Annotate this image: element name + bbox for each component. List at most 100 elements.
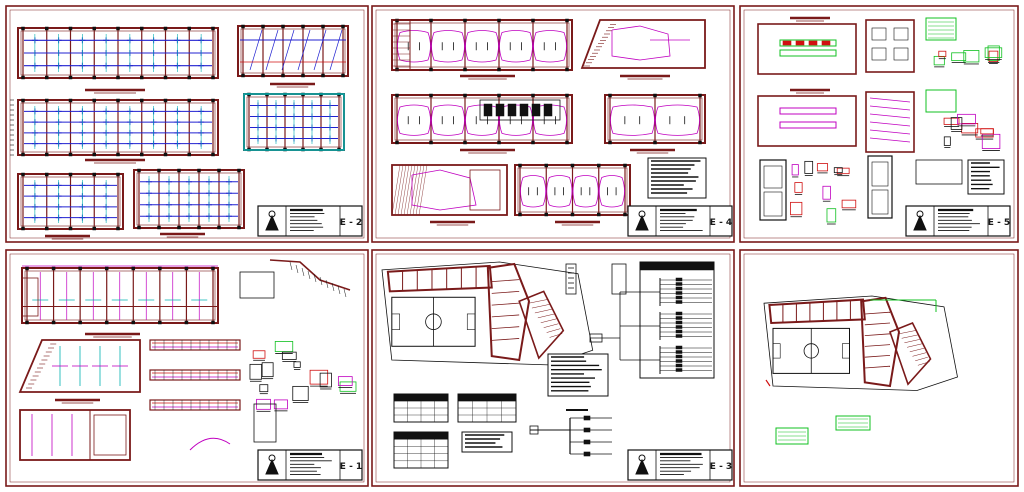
circuit-line <box>869 129 911 135</box>
door-elevation <box>759 159 787 221</box>
column <box>497 67 501 72</box>
column <box>608 140 612 145</box>
luminaire <box>782 40 792 46</box>
column <box>131 266 136 271</box>
room-wall <box>491 302 520 306</box>
door-panel <box>871 189 889 215</box>
breaker <box>675 311 683 316</box>
plan-inner-wall <box>136 172 242 226</box>
column <box>163 98 168 103</box>
column <box>45 26 49 31</box>
column <box>116 226 120 231</box>
hatch <box>549 333 563 338</box>
detail-cluster <box>933 45 1003 68</box>
site-boundary <box>763 295 958 391</box>
room-wall <box>491 314 520 318</box>
luminaire <box>808 40 818 46</box>
column <box>45 172 49 177</box>
circuit-loop <box>431 104 465 136</box>
detail-element <box>938 50 947 58</box>
column <box>45 152 49 157</box>
hatch <box>537 313 555 319</box>
room-wall <box>864 355 891 358</box>
logo-icon <box>913 214 927 231</box>
column <box>68 152 73 157</box>
column <box>187 75 191 80</box>
hatch <box>394 164 404 216</box>
column <box>211 320 215 325</box>
column <box>653 93 657 98</box>
plan-outline <box>133 169 245 229</box>
step <box>301 267 305 277</box>
column <box>104 266 109 271</box>
column <box>261 73 265 78</box>
circuit-loop <box>520 175 547 208</box>
building-block <box>386 264 493 293</box>
goal-area <box>466 313 476 330</box>
column <box>301 73 305 78</box>
column <box>68 98 73 103</box>
sheet-code: E - 3 <box>710 462 732 472</box>
logo-icon <box>265 458 279 475</box>
column <box>281 73 285 78</box>
column <box>497 93 501 98</box>
column <box>597 212 601 217</box>
floor-plan <box>17 172 124 231</box>
breaker <box>675 350 683 354</box>
notes-frame <box>547 353 609 397</box>
breaker <box>583 427 591 433</box>
column <box>463 140 467 145</box>
step <box>343 288 347 298</box>
detail-element <box>988 50 999 63</box>
plan-outline <box>865 19 915 73</box>
equipment-row <box>779 121 837 129</box>
detail-element <box>933 55 945 66</box>
plan-inner-wall <box>394 22 570 68</box>
column <box>25 320 29 325</box>
curve-detail <box>189 437 231 451</box>
detail-element <box>293 361 301 368</box>
column <box>281 24 285 29</box>
sheet-5: E - 3 <box>371 249 735 487</box>
column <box>187 98 191 103</box>
sheet-border <box>371 249 735 487</box>
column <box>104 320 109 325</box>
column <box>21 75 25 80</box>
room-wall <box>491 326 520 330</box>
detail-element <box>957 113 976 125</box>
column <box>211 152 215 157</box>
breaker <box>675 363 683 368</box>
detail-element <box>261 362 274 378</box>
circuit-loop <box>610 104 655 136</box>
goal-area <box>841 343 850 359</box>
circuit-loop <box>533 104 567 136</box>
detail-element <box>984 47 1003 58</box>
stair-block <box>21 277 39 317</box>
detail-element <box>963 50 980 63</box>
logo-icon <box>635 458 649 475</box>
site-plan <box>381 261 594 366</box>
breaker <box>675 277 683 282</box>
plan-outline <box>757 95 857 147</box>
court-circle <box>803 343 819 359</box>
sheet-code: E - 4 <box>710 218 732 228</box>
column <box>197 168 201 173</box>
plan-outline <box>237 25 349 77</box>
circuit-loop <box>546 175 573 208</box>
column <box>158 320 162 325</box>
beam-detail <box>149 369 241 381</box>
column <box>570 163 575 168</box>
logo-icon <box>638 210 646 218</box>
schedule-column <box>253 403 277 443</box>
column <box>140 98 144 103</box>
diagonal-circuit <box>329 29 343 71</box>
hatch <box>540 318 557 324</box>
column <box>237 168 241 173</box>
room-wall <box>864 322 891 326</box>
column <box>217 168 221 173</box>
green-legend <box>775 427 809 445</box>
detail-element <box>337 376 353 386</box>
column <box>261 24 265 29</box>
column <box>137 225 141 230</box>
equipment-row <box>779 49 837 57</box>
